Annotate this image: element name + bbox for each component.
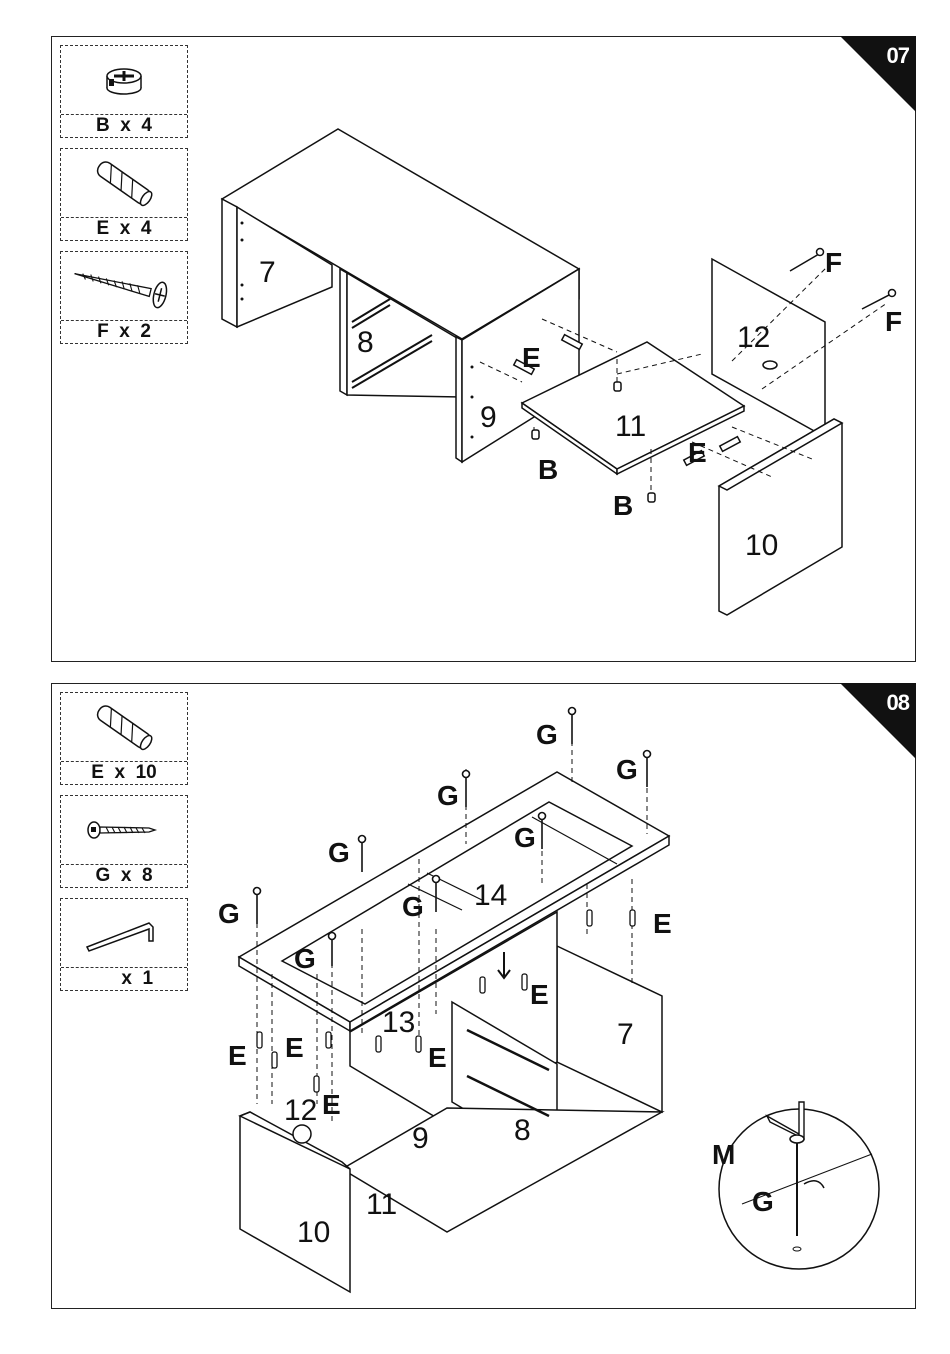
panel-label-10: 10: [745, 529, 778, 562]
hardware-label-b: B: [538, 454, 558, 485]
tool-label-m: M: [712, 1139, 735, 1170]
hardware-label-e: E: [653, 908, 672, 939]
panel-label-12: 12: [284, 1094, 317, 1127]
hardware-label-g: G: [514, 822, 536, 853]
hardware-label-g: G: [536, 719, 558, 750]
panel-label-10: 10: [297, 1216, 330, 1249]
step-08-panel: 08 E x 10 G x 8: [51, 683, 916, 1309]
exploded-view-step-08: 7 8 9 10 11 12 13 14 E E E E E E G G G G…: [52, 684, 915, 1308]
hardware-label-g: G: [402, 891, 424, 922]
panel-label-7: 7: [259, 256, 276, 289]
hardware-label-g: G: [294, 943, 316, 974]
hardware-label-e: E: [530, 979, 549, 1010]
panel-label-14: 14: [474, 879, 507, 912]
panel-label-7: 7: [617, 1018, 634, 1051]
hardware-label-g: G: [752, 1186, 774, 1217]
hardware-label-g: G: [218, 898, 240, 929]
panel-label-9: 9: [480, 401, 497, 434]
hardware-label-e: E: [522, 342, 541, 373]
panel-label-11: 11: [615, 410, 646, 443]
panel-label-13: 13: [382, 1006, 415, 1039]
hardware-label-f: F: [885, 306, 902, 337]
step-07-panel: 07 B x 4 E x 4: [51, 36, 916, 662]
panel-label-12: 12: [737, 321, 770, 354]
panel-label-11: 11: [366, 1188, 397, 1221]
exploded-view-step-07: 7 8 9 11 12 10 E E B B F F: [52, 37, 915, 661]
hardware-label-e: E: [428, 1042, 447, 1073]
hardware-label-e: E: [688, 437, 707, 468]
hardware-label-f: F: [825, 247, 842, 278]
panel-label-8: 8: [357, 326, 374, 359]
hardware-label-b: B: [613, 490, 633, 521]
panel-label-8: 8: [514, 1114, 531, 1147]
hardware-label-g: G: [437, 780, 459, 811]
hardware-label-e: E: [285, 1032, 304, 1063]
hardware-label-e: E: [322, 1089, 341, 1120]
hardware-label-g: G: [616, 754, 638, 785]
hardware-label-g: G: [328, 837, 350, 868]
panel-label-9: 9: [412, 1122, 429, 1155]
hardware-label-e: E: [228, 1040, 247, 1071]
